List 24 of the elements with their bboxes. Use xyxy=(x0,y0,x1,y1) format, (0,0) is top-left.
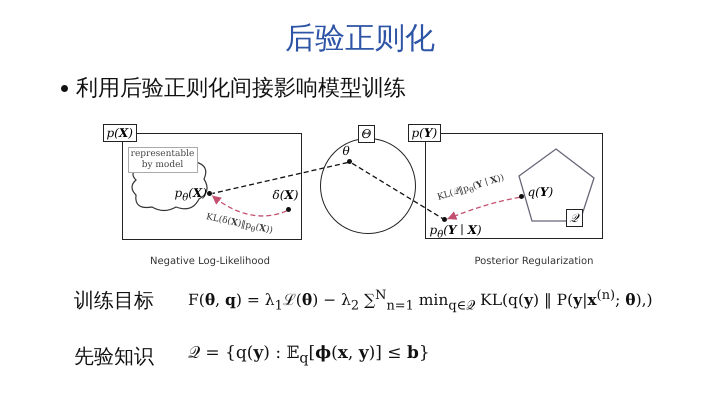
arrow xyxy=(212,195,287,217)
point-label: δ(X) xyxy=(272,188,298,202)
point-label: θ xyxy=(342,144,350,158)
point-label: q(Y) xyxy=(528,184,554,198)
caption-text: Posterior Regularization xyxy=(474,256,594,267)
box-label: p(Y) xyxy=(408,124,442,142)
row-label: 先验知识 xyxy=(74,343,154,370)
arrow xyxy=(447,196,520,220)
row-label: 训练目标 xyxy=(74,287,154,314)
model-label: representable by model xyxy=(128,146,198,172)
point-label: p$_{θ}$(Y ∣ X) xyxy=(430,222,482,240)
caption-text: Negative Log-Likelihood xyxy=(150,256,270,267)
bullet-text: 利用后验正则化间接影响模型训练 xyxy=(76,75,406,103)
box-label: p(X) xyxy=(102,124,137,142)
formula: 𝒬 = {q(y) : 𝔼$_{q}$[ϕ(x, y)] ≤ b} xyxy=(188,343,430,366)
point-dot xyxy=(442,217,447,222)
box-label: Θ xyxy=(358,124,376,142)
point-dot xyxy=(286,207,291,212)
formula: F(θ, q) = λ$_{1}$ℒ(θ) − λ$_{2}$ ∑$^{N}$$_{n=1}$ min$_{q∈𝒬}$ KL(q(y) ‖ P(y|x$^{(n)}$; θ),) xyxy=(188,288,653,314)
point-dot xyxy=(519,194,524,199)
box-label: 𝒬 xyxy=(566,208,582,226)
slide-title: 后验正则化 xyxy=(284,20,436,58)
point-dot xyxy=(347,159,352,164)
point-dot xyxy=(207,191,212,196)
